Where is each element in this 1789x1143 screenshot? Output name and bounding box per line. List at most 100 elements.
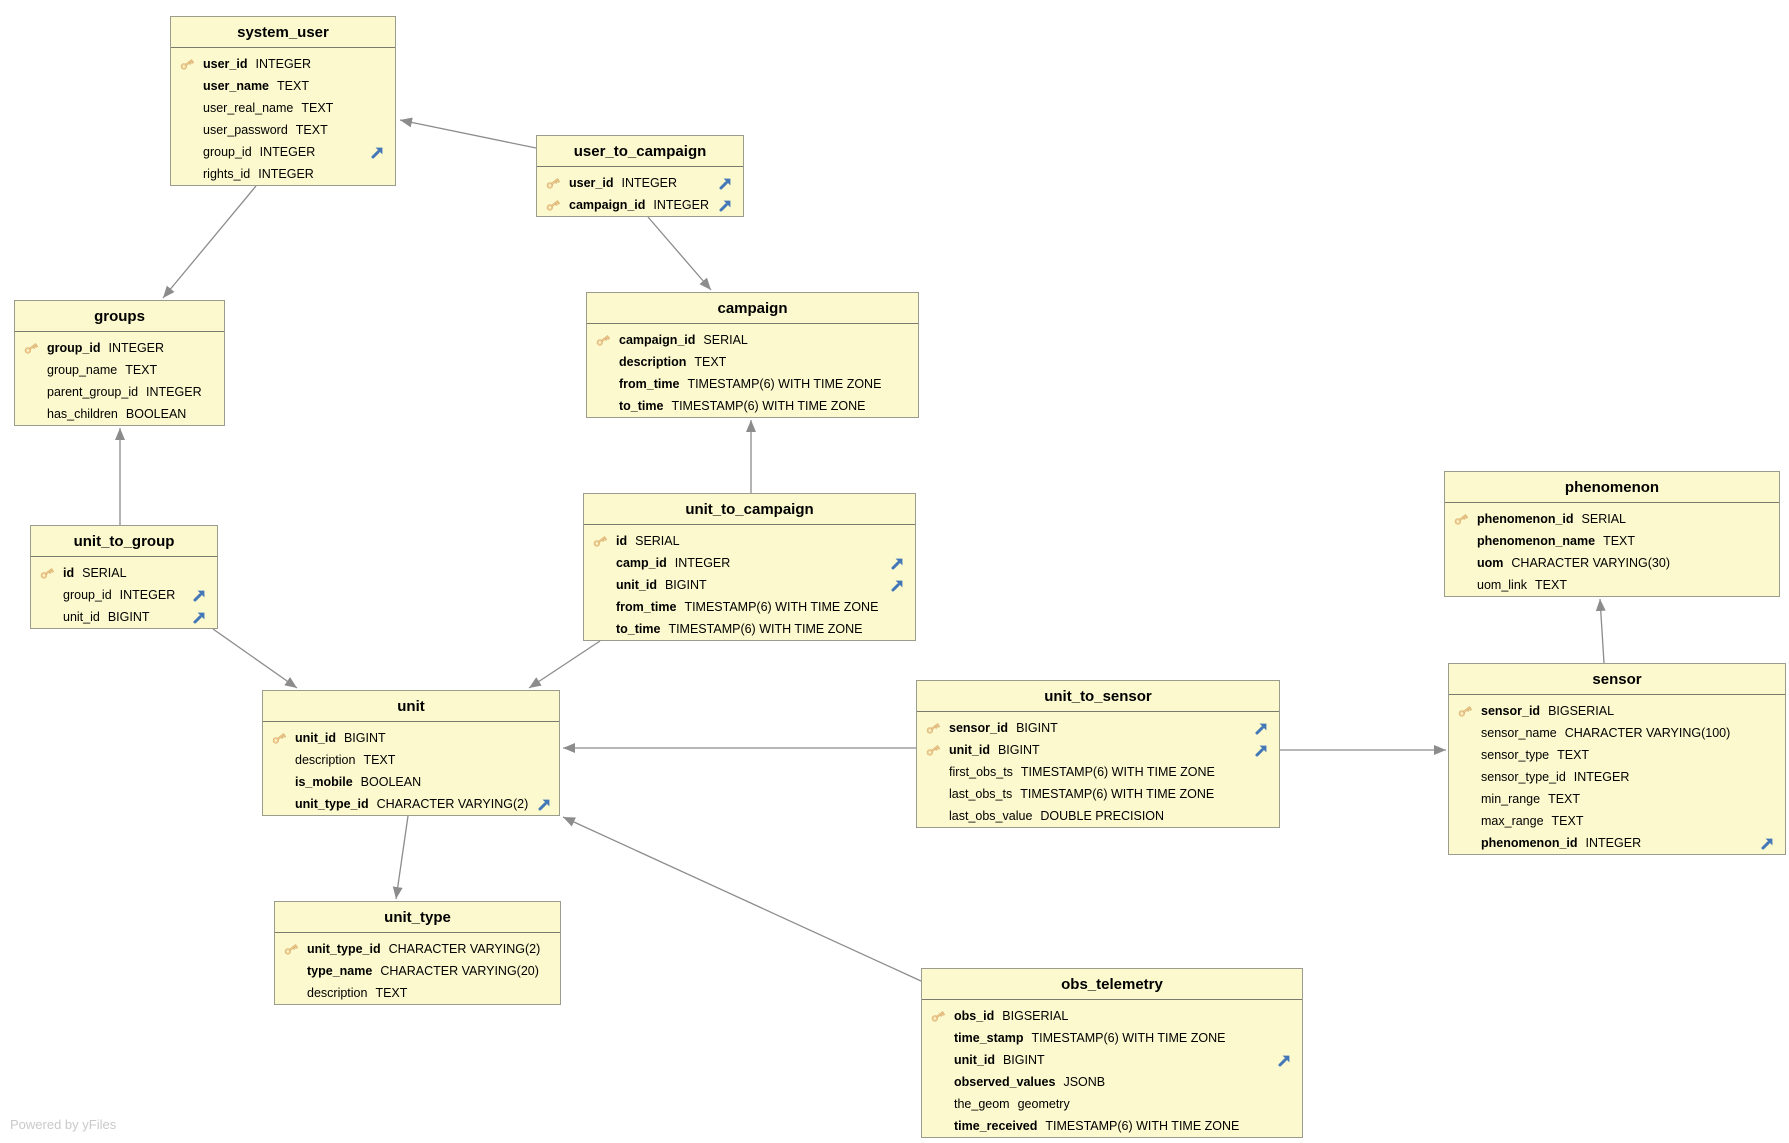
field-name: user_real_name	[203, 101, 294, 115]
empty-fk-slot	[369, 56, 385, 72]
relationship-edge-sensor-to-phenomenon	[1595, 598, 1606, 664]
empty-fk-slot	[889, 533, 905, 549]
empty-fk-slot	[1753, 511, 1769, 527]
primary-key-icon	[545, 175, 561, 191]
field-name: last_obs_ts	[949, 787, 1013, 801]
empty-fk-slot	[1253, 808, 1269, 824]
empty-icon-slot	[595, 398, 611, 414]
empty-icon-slot	[925, 808, 941, 824]
field-type: DOUBLE PRECISION	[1040, 809, 1165, 823]
field-name: description	[307, 986, 368, 1000]
relationship-edge-obs_telemetry-to-unit	[562, 816, 922, 982]
table-title: campaign	[587, 293, 918, 324]
empty-fk-slot	[1759, 791, 1775, 807]
field-row: time_stamp TIMESTAMP(6) WITH TIME ZONE	[922, 1027, 1302, 1049]
table-title: unit	[263, 691, 559, 722]
foreign-key-icon	[536, 796, 552, 812]
field-type: INTEGER	[146, 385, 202, 399]
field-name: first_obs_ts	[949, 765, 1013, 779]
field-name: min_range	[1481, 792, 1541, 806]
field-name: type_name	[307, 964, 373, 978]
field-type: SERIAL	[82, 566, 127, 580]
empty-fk-slot	[1759, 813, 1775, 829]
field-type: TIMESTAMP(6) WITH TIME ZONE	[1031, 1031, 1226, 1045]
empty-icon-slot	[39, 609, 55, 625]
field-name: time_received	[954, 1119, 1038, 1133]
empty-fk-slot	[1753, 577, 1769, 593]
primary-key-icon	[545, 197, 561, 213]
primary-key-icon	[271, 730, 287, 746]
empty-icon-slot	[592, 577, 608, 593]
field-name: camp_id	[616, 556, 667, 570]
table-title: user_to_campaign	[537, 136, 743, 167]
field-type: TEXT	[1535, 578, 1567, 592]
primary-key-icon	[283, 941, 299, 957]
empty-fk-slot	[533, 774, 549, 790]
empty-fk-slot	[892, 354, 908, 370]
primary-key-icon	[925, 742, 941, 758]
field-name: id	[616, 534, 628, 548]
field-name: sensor_type	[1481, 748, 1550, 762]
empty-icon-slot	[930, 1074, 946, 1090]
foreign-key-icon	[191, 587, 207, 603]
empty-fk-slot	[1759, 747, 1775, 763]
foreign-key-icon	[369, 144, 385, 160]
field-name: is_mobile	[295, 775, 353, 789]
empty-icon-slot	[1457, 835, 1473, 851]
field-type: geometry	[1017, 1097, 1070, 1111]
empty-icon-slot	[179, 100, 195, 116]
field-type: TIMESTAMP(6) WITH TIME ZONE	[1045, 1119, 1240, 1133]
field-name: time_stamp	[954, 1031, 1024, 1045]
field-name: description	[295, 753, 356, 767]
empty-fk-slot	[534, 985, 550, 1001]
empty-icon-slot	[271, 796, 287, 812]
field-name: phenomenon_id	[1477, 512, 1574, 526]
empty-icon-slot	[930, 1030, 946, 1046]
field-type: BIGINT	[1016, 721, 1058, 735]
empty-fk-slot	[198, 406, 214, 422]
field-name: to_time	[619, 399, 664, 413]
empty-icon-slot	[1453, 555, 1469, 571]
field-name: observed_values	[954, 1075, 1056, 1089]
field-name: sensor_id	[1481, 704, 1541, 718]
field-name: unit_type_id	[307, 942, 381, 956]
primary-key-icon	[925, 720, 941, 736]
table-title: unit_type	[275, 902, 560, 933]
field-type: CHARACTER VARYING(2)	[388, 942, 541, 956]
empty-fk-slot	[889, 599, 905, 615]
empty-fk-slot	[369, 122, 385, 138]
field-type: CHARACTER VARYING(20)	[380, 964, 539, 978]
field-type: INTEGER	[259, 145, 316, 159]
table-title: obs_telemetry	[922, 969, 1302, 1000]
empty-fk-slot	[191, 565, 207, 581]
field-type: INTEGER	[255, 57, 312, 71]
primary-key-icon	[930, 1008, 946, 1024]
field-name: sensor_name	[1481, 726, 1557, 740]
field-type: TIMESTAMP(6) WITH TIME ZONE	[687, 377, 882, 391]
field-name: user_id	[203, 57, 248, 71]
field-name: to_time	[616, 622, 661, 636]
